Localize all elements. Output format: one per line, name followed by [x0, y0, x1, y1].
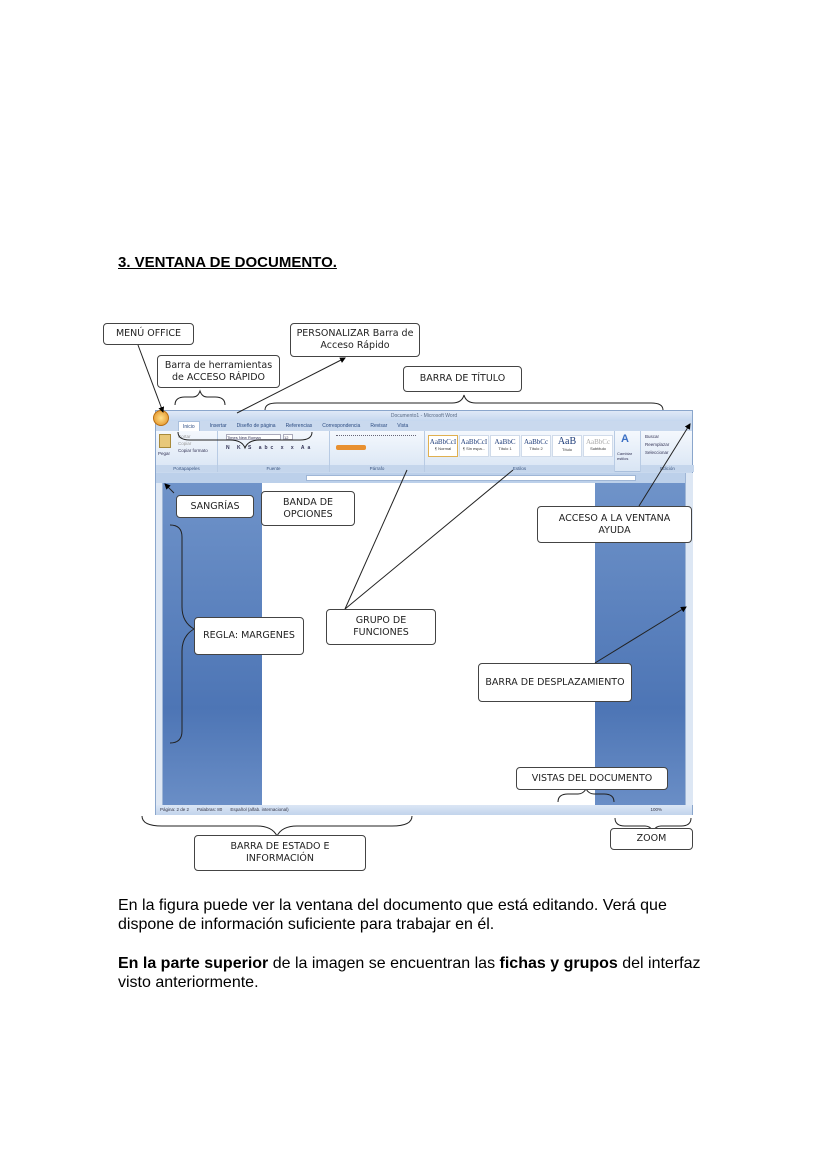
callout-indents: SANGRÍAS — [176, 495, 254, 518]
tab-vista: Vista — [397, 423, 409, 429]
replace-label: Reemplazar — [645, 442, 670, 447]
callout-status-bar: BARRA DE ESTADO E INFORMACIÓN — [194, 835, 366, 871]
tab-referencias: Referencias — [285, 423, 313, 429]
group-label: Estilos — [425, 465, 614, 472]
scrollbar — [685, 473, 693, 805]
tab-correspondencia: Correspondencia — [322, 423, 361, 429]
callout-title-bar: BARRA DE TÍTULO — [403, 366, 522, 392]
copy-label: Copiar — [178, 441, 192, 446]
paste-icon — [159, 434, 171, 448]
change-styles: A Cambiar estilos — [615, 431, 641, 472]
callout-ribbon: BANDA DE OPCIONES — [261, 491, 355, 526]
find-label: Buscar — [645, 434, 660, 439]
section-heading: 3. VENTANA DE DOCUMENTO. — [118, 254, 337, 271]
group-styles: AaBbCcI¶ Normal AaBbCcI¶ Sin espa... AaB… — [425, 431, 615, 472]
tab-revisar: Revisar — [370, 423, 388, 429]
group-clipboard: Pegar Cortar Copiar Copiar formato Porta… — [156, 431, 218, 472]
select-label: Seleccionar — [645, 450, 669, 455]
callout-groups: GRUPO DE FUNCIONES — [326, 609, 436, 645]
status-bar: Página: 2 de 2 Palabras: 80 Español (alf… — [156, 805, 692, 815]
style-no-spacing: AaBbCcI¶ Sin espa... — [459, 435, 489, 457]
callout-customize: PERSONALIZAR Barra de Acceso Rápido — [290, 323, 420, 357]
font-name-field: Times New Roman — [226, 434, 281, 440]
ribbon-tabs: Inicio Insertar Diseño de página Referen… — [178, 421, 408, 431]
group-label: Portapapeles — [156, 465, 217, 472]
callout-views: VISTAS DEL DOCUMENTO — [516, 767, 668, 790]
group-font: Times New Roman 12 N K S abc x x Aa Fuen… — [218, 431, 330, 472]
tab-inicio: Inicio — [178, 421, 200, 431]
format-painter-label: Copiar formato — [178, 448, 208, 453]
callout-quick-access: Barra de herramientas de ACCESO RÁPIDO — [157, 355, 280, 388]
word-count: Palabras: 80 — [197, 807, 223, 812]
title-bar: Documento1 - Microsoft Word — [156, 411, 692, 421]
zoom-level: 100% — [650, 807, 662, 812]
group-paragraph: Párrafo — [330, 431, 425, 472]
callout-ruler: REGLA: MARGENES — [194, 617, 304, 655]
vertical-ruler — [156, 483, 163, 805]
group-label: Párrafo — [330, 465, 424, 472]
group-label: Edición — [641, 465, 694, 472]
group-editing: Buscar Reemplazar Seleccionar Edición — [641, 431, 694, 472]
callout-zoom: ZOOM — [610, 828, 693, 850]
language: Español (alfab. internacional) — [230, 807, 289, 812]
callout-help: ACCESO A LA VENTANA AYUDA — [537, 506, 692, 543]
paste-label: Pegar — [158, 451, 171, 456]
callout-scrollbar: BARRA DE DESPLAZAMIENTO — [478, 663, 632, 702]
tab-insertar: Insertar — [209, 423, 227, 429]
tab-diseno: Diseño de página — [236, 423, 276, 429]
style-normal: AaBbCcI¶ Normal — [428, 435, 458, 457]
page-count: Página: 2 de 2 — [160, 807, 190, 812]
group-label: Fuente — [218, 465, 329, 472]
cut-label: Cortar — [178, 434, 191, 439]
callout-menu-office: MENÚ OFFICE — [103, 323, 194, 345]
paragraph-2: En la parte superior de la imagen se enc… — [118, 955, 701, 991]
paragraph-1: En la figura puede ver la ventana del do… — [118, 897, 667, 933]
horizontal-ruler — [156, 473, 692, 483]
ribbon: Pegar Cortar Copiar Copiar formato Porta… — [156, 431, 694, 472]
